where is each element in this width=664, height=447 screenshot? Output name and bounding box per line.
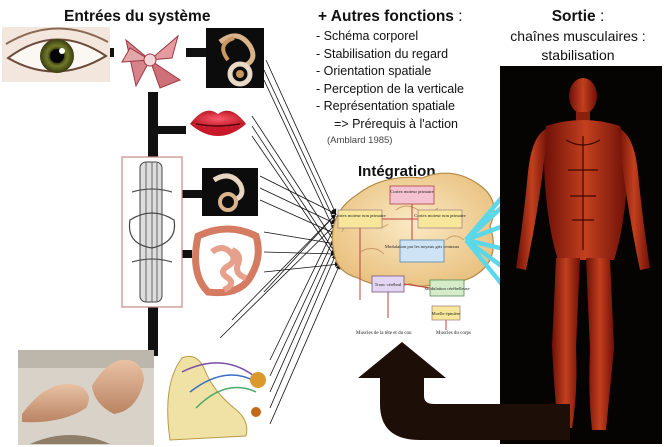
input-arrow-line [264, 70, 336, 224]
motor-right-box: Cortex moteur non primaire [414, 210, 465, 228]
input-arrow-line [264, 214, 336, 292]
motor-left-label: Cortex moteur non primaire [334, 213, 385, 218]
intestines-image [192, 224, 262, 302]
input-arrow-line [270, 224, 336, 360]
motor-left-box: Cortex moteur non primaire [334, 210, 385, 228]
inner-ear-image [206, 28, 264, 88]
muscles-body-label: Muscles du corps [436, 331, 471, 336]
muscles-head-label: Muscles de la tête et du cou [356, 331, 412, 336]
input-arrow-line [270, 254, 336, 408]
basal-label: Modulation par les noyaux gris centraux [385, 244, 460, 249]
motor-right-label: Cortex moteur non primaire [414, 213, 465, 218]
input-arrow-line [252, 136, 340, 264]
input-arrow-line [260, 188, 336, 224]
brainstem-box: Tronc cérébral [372, 276, 404, 292]
inner-ear-image-2 [202, 168, 258, 216]
motor-primary-label: Cortex moteur primaire [390, 189, 433, 194]
cerebellar-box: Modulation cérébelleuse [424, 280, 469, 296]
extraocular-muscles-image [114, 28, 186, 92]
trunk-label: Tronc cérébral [375, 282, 402, 287]
feet-photo [18, 350, 154, 445]
input-arrow-line [260, 176, 336, 214]
input-arrow-line [252, 116, 336, 244]
eye-image [2, 27, 110, 82]
muscular-body-image [500, 66, 662, 444]
input-arrow-line [270, 234, 336, 376]
spinal-label: Moelle épinière [432, 311, 461, 316]
spinal-cord-image [122, 157, 182, 307]
foot-sensory-diagram [160, 352, 268, 444]
spinal-cord-box: Moelle épinière [432, 306, 461, 320]
input-arrow-line [260, 200, 336, 234]
input-arrow-line [264, 80, 336, 234]
brain-diagram: Cortex moteur primaire Cortex moteur non… [332, 173, 494, 336]
lips-image [186, 102, 250, 144]
cerebellar-label: Modulation cérébelleuse [424, 286, 469, 291]
input-arrow-line [270, 244, 336, 392]
motor-primary-box: Cortex moteur primaire [390, 186, 434, 204]
